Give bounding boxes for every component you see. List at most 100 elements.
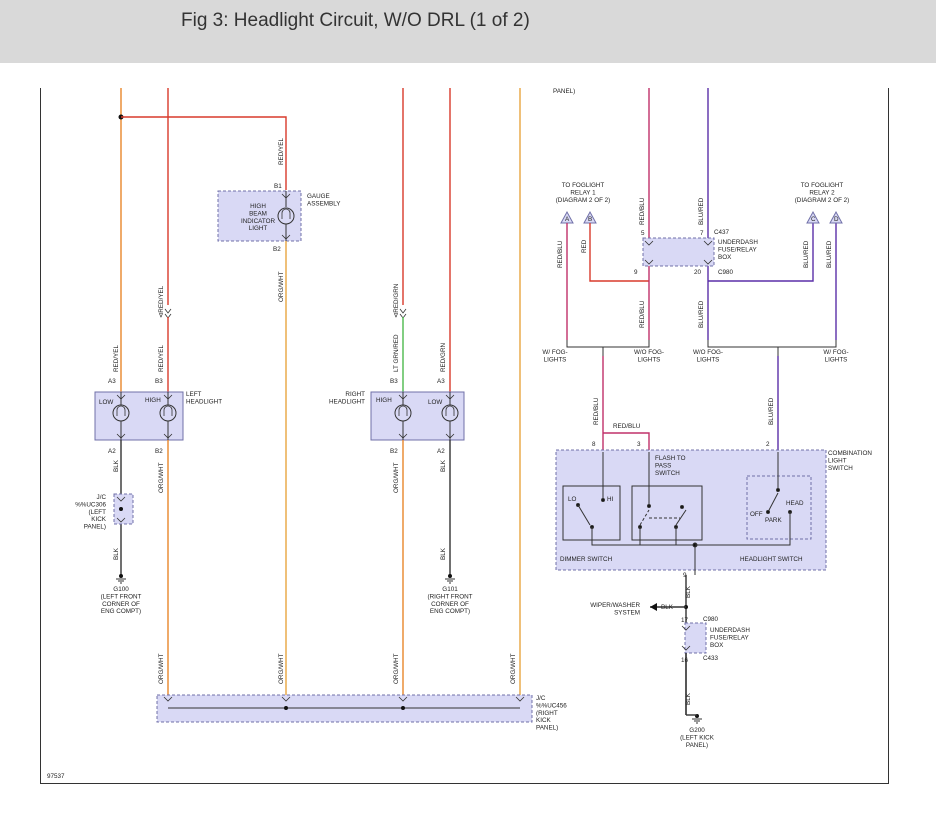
lo-label: LO	[568, 496, 577, 503]
red-blu-horizontal-label: RED/BLU	[613, 423, 641, 430]
connector-symbol	[164, 308, 172, 319]
label-line: LIGHTS	[638, 356, 661, 363]
fog-conn-a: A	[565, 216, 570, 223]
wl-blk-g200: BLK	[685, 692, 692, 705]
underdash-box-top	[642, 237, 715, 267]
right-pin-a2: A2	[437, 448, 445, 455]
label-line: J/C	[97, 494, 107, 501]
wl-org-wht-gauge: ORG/WHT	[278, 271, 285, 302]
fog-conn-c: C	[811, 216, 816, 223]
wl-red-grn: RED/GRN	[440, 343, 447, 372]
label-line: J/C	[536, 695, 546, 702]
label-line: W/ FOG-	[542, 349, 567, 356]
label-line: W/O FOG-	[693, 349, 723, 356]
label-line: INDICATOR	[241, 218, 276, 225]
label-line: PANEL)	[84, 524, 106, 531]
fog-conn-b: B	[588, 216, 592, 223]
c980-top-label: C980	[718, 269, 734, 276]
label-line: (LEFT	[89, 509, 107, 516]
label-line: (LEFT FRONT	[101, 593, 142, 600]
label-line: PASS	[655, 462, 671, 469]
label-line: G101	[442, 586, 458, 593]
label-line: UNDERDASH	[718, 239, 758, 246]
label-line: HEADLIGHT	[186, 398, 222, 405]
pin-20: 20	[694, 269, 702, 276]
label-line: CORNER OF	[102, 601, 140, 608]
wl-red-blu-top: RED/BLU	[639, 197, 646, 225]
label-line: G200	[689, 727, 705, 734]
wl-org-wht-left-2: ORG/WHT	[158, 653, 165, 684]
label-line: ENG COMPT)	[430, 608, 470, 615]
label-line: FUSE/RELAY	[718, 246, 758, 253]
wl-blk-switch: BLK	[685, 585, 692, 598]
pin-5: 5	[641, 230, 645, 237]
left-pin-a3: A3	[108, 378, 116, 385]
left-high-label: HIGH	[145, 397, 161, 404]
flash-to-pass-box	[631, 485, 703, 541]
wl-org-wht-right-2: ORG/WHT	[393, 653, 400, 684]
gauge-pin-b1: B1	[274, 183, 282, 190]
wl-blu-red-d: BLU/RED	[826, 240, 833, 268]
label-line: SYSTEM	[614, 609, 640, 616]
right-low-label: LOW	[428, 399, 442, 406]
label-line: ENG COMPT)	[101, 608, 141, 615]
label-line: PANEL)	[686, 742, 708, 749]
label-line: LIGHTS	[825, 356, 848, 363]
right-pin-b3: B3	[390, 378, 398, 385]
wl-lt-grn-red: LT GRN/RED	[393, 334, 400, 372]
label-line: BEAM	[249, 210, 267, 217]
right-headlight-box	[370, 391, 465, 441]
wl-org-wht-far: ORG/WHT	[510, 653, 517, 684]
fog-option-branch-left	[566, 340, 650, 348]
wl-blu-red-top: BLU/RED	[698, 197, 705, 225]
wl-blk-left-2: BLK	[113, 547, 120, 560]
label-line: (RIGHT FRONT	[427, 593, 472, 600]
wl-blu-red-mid: BLU/RED	[698, 300, 705, 328]
label-line: (RIGHT	[536, 710, 558, 717]
label-line: (LEFT KICK	[680, 734, 715, 741]
left-pin-b2: B2	[155, 448, 163, 455]
wl-blk-right-2: BLK	[440, 547, 447, 560]
page-title: Fig 3: Headlight Circuit, W/O DRL (1 of …	[181, 10, 530, 31]
figure-number: 97537	[47, 773, 65, 780]
label-line: LIGHT	[828, 457, 847, 464]
label-line: %%UC306	[75, 501, 106, 508]
ground-g100-icon	[116, 574, 126, 584]
title-bar: Fig 3: Headlight Circuit, W/O DRL (1 of …	[0, 0, 936, 63]
label-line: (DIAGRAM 2 OF 2)	[556, 197, 611, 204]
label-line: SWITCH	[655, 470, 680, 477]
fog-opt-w2: W/ FOG-LIGHTS	[823, 349, 848, 363]
label-line: BOX	[718, 254, 732, 261]
ground-g101-icon	[445, 574, 455, 584]
wl-blu-red-switch: BLU/RED	[768, 397, 775, 425]
label-line: PANEL)	[536, 725, 558, 732]
dimmer-switch-label: DIMMER SWITCH	[560, 556, 613, 563]
pin-9-top: 9	[634, 269, 638, 276]
wl-red-blu-mid: RED/BLU	[639, 300, 646, 328]
sw-pin-2: 2	[766, 441, 770, 448]
label-line: RIGHT	[345, 391, 365, 398]
wl-red-yel-s: ⊲RED/YEL	[158, 285, 165, 318]
park-label: PARK	[765, 517, 782, 524]
ground-g200-icon	[692, 714, 702, 724]
wl-blu-red-c: BLU/RED	[803, 240, 810, 268]
fog-opt-wo2: W/O FOG-LIGHTS	[693, 349, 723, 363]
sw-pin-9: 9	[683, 572, 687, 579]
label-line: BOX	[710, 642, 724, 649]
headlight-switch-box	[746, 475, 812, 540]
label-line: HEADLIGHT	[329, 398, 365, 405]
label-line: WIPER/WASHER	[590, 602, 640, 609]
wl-red-yel-left-2: RED/YEL	[158, 345, 165, 372]
wl-blk-left: BLK	[113, 459, 120, 472]
label-line: W/O FOG-	[634, 349, 664, 356]
label-line: ASSEMBLY	[307, 200, 341, 207]
